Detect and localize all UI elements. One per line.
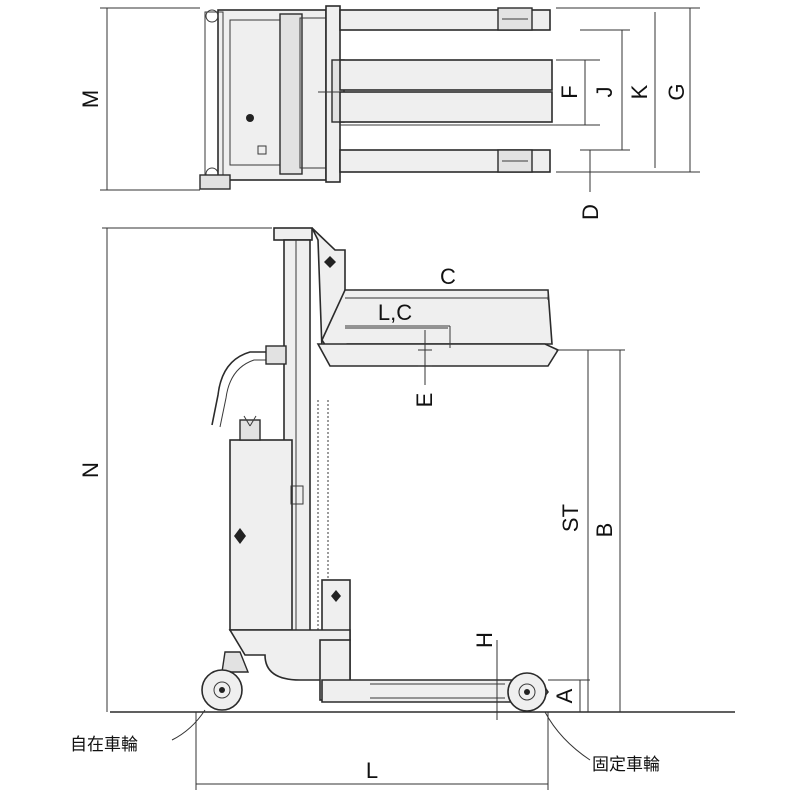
label-b: B: [592, 523, 617, 538]
label-e: E: [412, 393, 437, 408]
label-st: ST: [558, 504, 583, 532]
side-dimensions: [102, 227, 625, 790]
top-chassis: [217, 9, 327, 181]
label-fixed-wheel: 固定車輪: [592, 755, 660, 775]
label-a: A: [552, 688, 577, 703]
label-c: C: [440, 264, 456, 289]
mast-top: [273, 227, 313, 241]
top-dimensions: [100, 7, 700, 192]
label-k: K: [627, 84, 652, 99]
top-view: [199, 5, 580, 190]
fork: [316, 343, 560, 367]
label-n: N: [78, 462, 103, 478]
label-j: J: [592, 87, 617, 98]
label-f: F: [557, 85, 582, 98]
label-d: D: [578, 204, 603, 220]
label-g: G: [664, 83, 689, 100]
side-view: [110, 227, 735, 713]
label-caster-wheel: 自在車輪: [70, 735, 138, 755]
label-l: L: [366, 758, 378, 783]
label-h: H: [472, 632, 497, 648]
top-fork-upper: [339, 59, 553, 91]
labels: M N C L,C E F J K G D ST B H A L 自在車輪 固定…: [70, 83, 689, 783]
label-lc: L,C: [378, 300, 412, 325]
top-fork-lower: [339, 91, 553, 123]
label-m: M: [78, 90, 103, 108]
